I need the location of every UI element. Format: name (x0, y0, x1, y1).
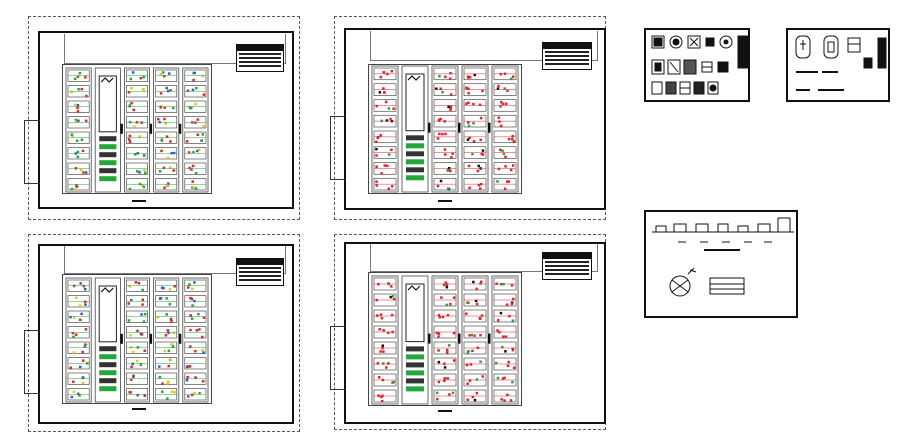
title-block-table (542, 42, 592, 70)
plan-sheet-2 (330, 16, 612, 220)
road-outline (370, 31, 598, 61)
sheet-cut-boundary (28, 16, 300, 220)
building-column (153, 67, 180, 193)
building-column (461, 275, 489, 405)
title-block-table (542, 252, 592, 280)
building-column (124, 67, 151, 193)
building-column (461, 65, 489, 193)
sheet-cut-boundary (28, 234, 300, 432)
site-boundary (62, 64, 212, 194)
left-margin-strip (24, 120, 40, 184)
building-column (94, 277, 121, 403)
left-margin-strip (330, 326, 346, 390)
building-column (94, 67, 121, 193)
symbol-grid (651, 35, 749, 95)
site-boundary (368, 272, 522, 406)
sheet-caption-bar (438, 410, 452, 412)
building-column (401, 275, 429, 405)
building-column (491, 65, 519, 193)
site-boundary (62, 274, 212, 404)
building-column (371, 65, 399, 193)
site-boundary (368, 64, 522, 194)
sheet-caption-bar (438, 200, 452, 202)
building-column (65, 277, 92, 403)
building-column (65, 67, 92, 193)
device-drawings (795, 35, 887, 91)
sheet-caption-bar (132, 408, 146, 410)
left-margin-strip (330, 116, 346, 180)
building-column (182, 67, 209, 193)
plan-drawing (65, 277, 209, 403)
device-detail-sheet (786, 28, 890, 102)
plan-drawing (65, 67, 209, 193)
title-block-table (236, 44, 284, 72)
plan-sheet-3 (24, 234, 306, 436)
road-outline (64, 34, 286, 64)
sheet-caption-bar (132, 200, 146, 202)
plan-drawing (371, 65, 519, 193)
building-column (182, 277, 209, 403)
building-column (124, 277, 151, 403)
elevation-drawings (652, 217, 794, 297)
building-column (153, 277, 180, 403)
road-outline (64, 246, 286, 274)
building-column (401, 65, 429, 193)
plan-sheet-1 (24, 16, 306, 220)
symbols-legend-sheet (644, 28, 750, 102)
plan-drawing (371, 275, 519, 405)
elevation-detail-sheet (644, 210, 798, 318)
plan-sheet-4 (330, 234, 612, 436)
road-outline (370, 244, 598, 272)
building-column (491, 275, 519, 405)
building-column (431, 275, 459, 405)
building-column (431, 65, 459, 193)
left-margin-strip (24, 330, 40, 394)
building-column (371, 275, 399, 405)
title-block-table (236, 258, 284, 286)
